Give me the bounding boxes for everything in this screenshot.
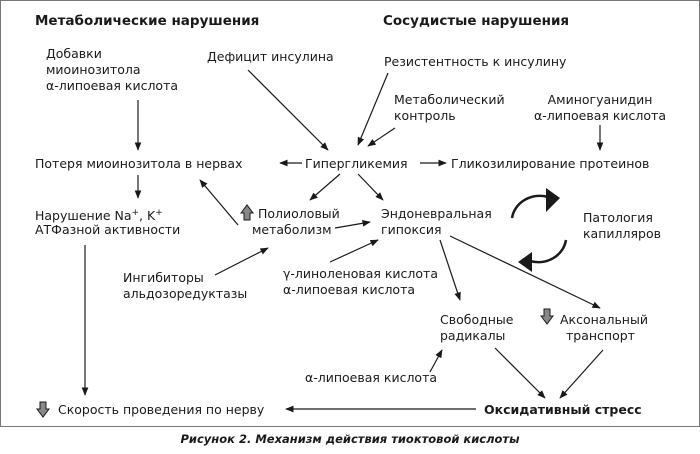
node-protein-glycation: Гликозилирование протеинов — [451, 156, 650, 171]
capillary-cycle-icon — [510, 188, 568, 272]
arrow-endoneural-to-radicals — [439, 239, 461, 301]
node-capillary-1: Патология — [583, 210, 653, 225]
node-atpase-1: Нарушение Na+, K+ — [35, 208, 163, 224]
arrow-polyol-to-loss — [199, 179, 239, 226]
node-insulin-resistance: Резистентность к инсулину — [384, 54, 567, 69]
arrow-hyperglycemia-to-polyol — [309, 173, 341, 201]
node-aminoguanidine-2: α-липоевая кислота — [533, 108, 667, 123]
heading-vascular: Сосудистые нарушения — [383, 13, 570, 29]
arrow-hyperglycemia-to-endoneural — [357, 173, 384, 201]
node-conduction-speed: Скорость проведения по нерву — [58, 402, 265, 417]
node-metabolic-control-1: Метаболический — [394, 92, 505, 107]
node-myoinositol-loss: Потеря миоинозитола в нервах — [35, 156, 243, 171]
node-endoneural-2: гипоксия — [381, 222, 442, 237]
node-additives-2: миоинозитола — [46, 62, 141, 77]
node-polyol-2: метаболизм — [252, 222, 332, 237]
arrow-endoneural-to-axonal — [449, 235, 601, 309]
node-aldose-2: альдозоредуктазы — [123, 286, 248, 301]
node-capillary-2: капилляров — [583, 226, 661, 241]
arrow-inhibitors-to-polyol — [214, 247, 269, 276]
node-alpha-lipoic: α-липоевая кислота — [305, 370, 438, 385]
decrease-arrow-icon-conduction — [36, 401, 50, 418]
figure-caption: Рисунок 2. Механизм действия тиоктовой к… — [180, 432, 520, 446]
node-hyperglycemia: Гипергликемия — [305, 156, 408, 171]
node-free-radicals-2: радикалы — [440, 328, 506, 343]
increase-arrow-icon — [240, 204, 254, 221]
node-additives-1: Добавки — [46, 46, 102, 61]
decrease-arrow-icon-axonal — [540, 308, 554, 325]
node-free-radicals-1: Свободные — [440, 312, 514, 327]
arrow-control-to-hyperglycemia — [367, 127, 396, 147]
arrow-alpha-to-radicals — [429, 349, 443, 373]
arrow-acids-to-endoneural — [329, 239, 379, 263]
node-gamma-acids-1: γ-линоленовая кислота — [283, 266, 438, 281]
node-additives-3: α-липоевая кислота — [46, 78, 179, 93]
arrow-axonal-to-oxidative — [559, 349, 604, 399]
node-oxidative-stress: Оксидативный стресс — [484, 402, 642, 417]
node-insulin-deficit: Дефицит инсулина — [207, 49, 334, 64]
node-gamma-acids-2: α-липоевая кислота — [283, 282, 416, 297]
node-axonal-2: транспорт — [566, 328, 635, 343]
arrow-deficit-to-hyperglycemia — [247, 69, 329, 151]
arrow-radicals-to-oxidative — [494, 347, 546, 399]
node-axonal-1: Аксональный — [560, 312, 648, 327]
node-atpase-2: АТФазной активности — [35, 222, 181, 237]
arrow-polyol-to-endoneural — [334, 219, 371, 229]
node-aminoguanidine-1: Аминогуанидин — [547, 92, 653, 107]
arrow-resistance-to-hyperglycemia — [357, 72, 389, 146]
heading-metabolic: Метаболические нарушения — [35, 13, 260, 29]
node-aldose-1: Ингибиторы — [123, 270, 204, 285]
node-metabolic-control-2: контроль — [394, 108, 456, 123]
node-polyol-1: Полиоловый — [258, 206, 340, 221]
node-endoneural-1: Эндоневральная — [381, 206, 492, 221]
